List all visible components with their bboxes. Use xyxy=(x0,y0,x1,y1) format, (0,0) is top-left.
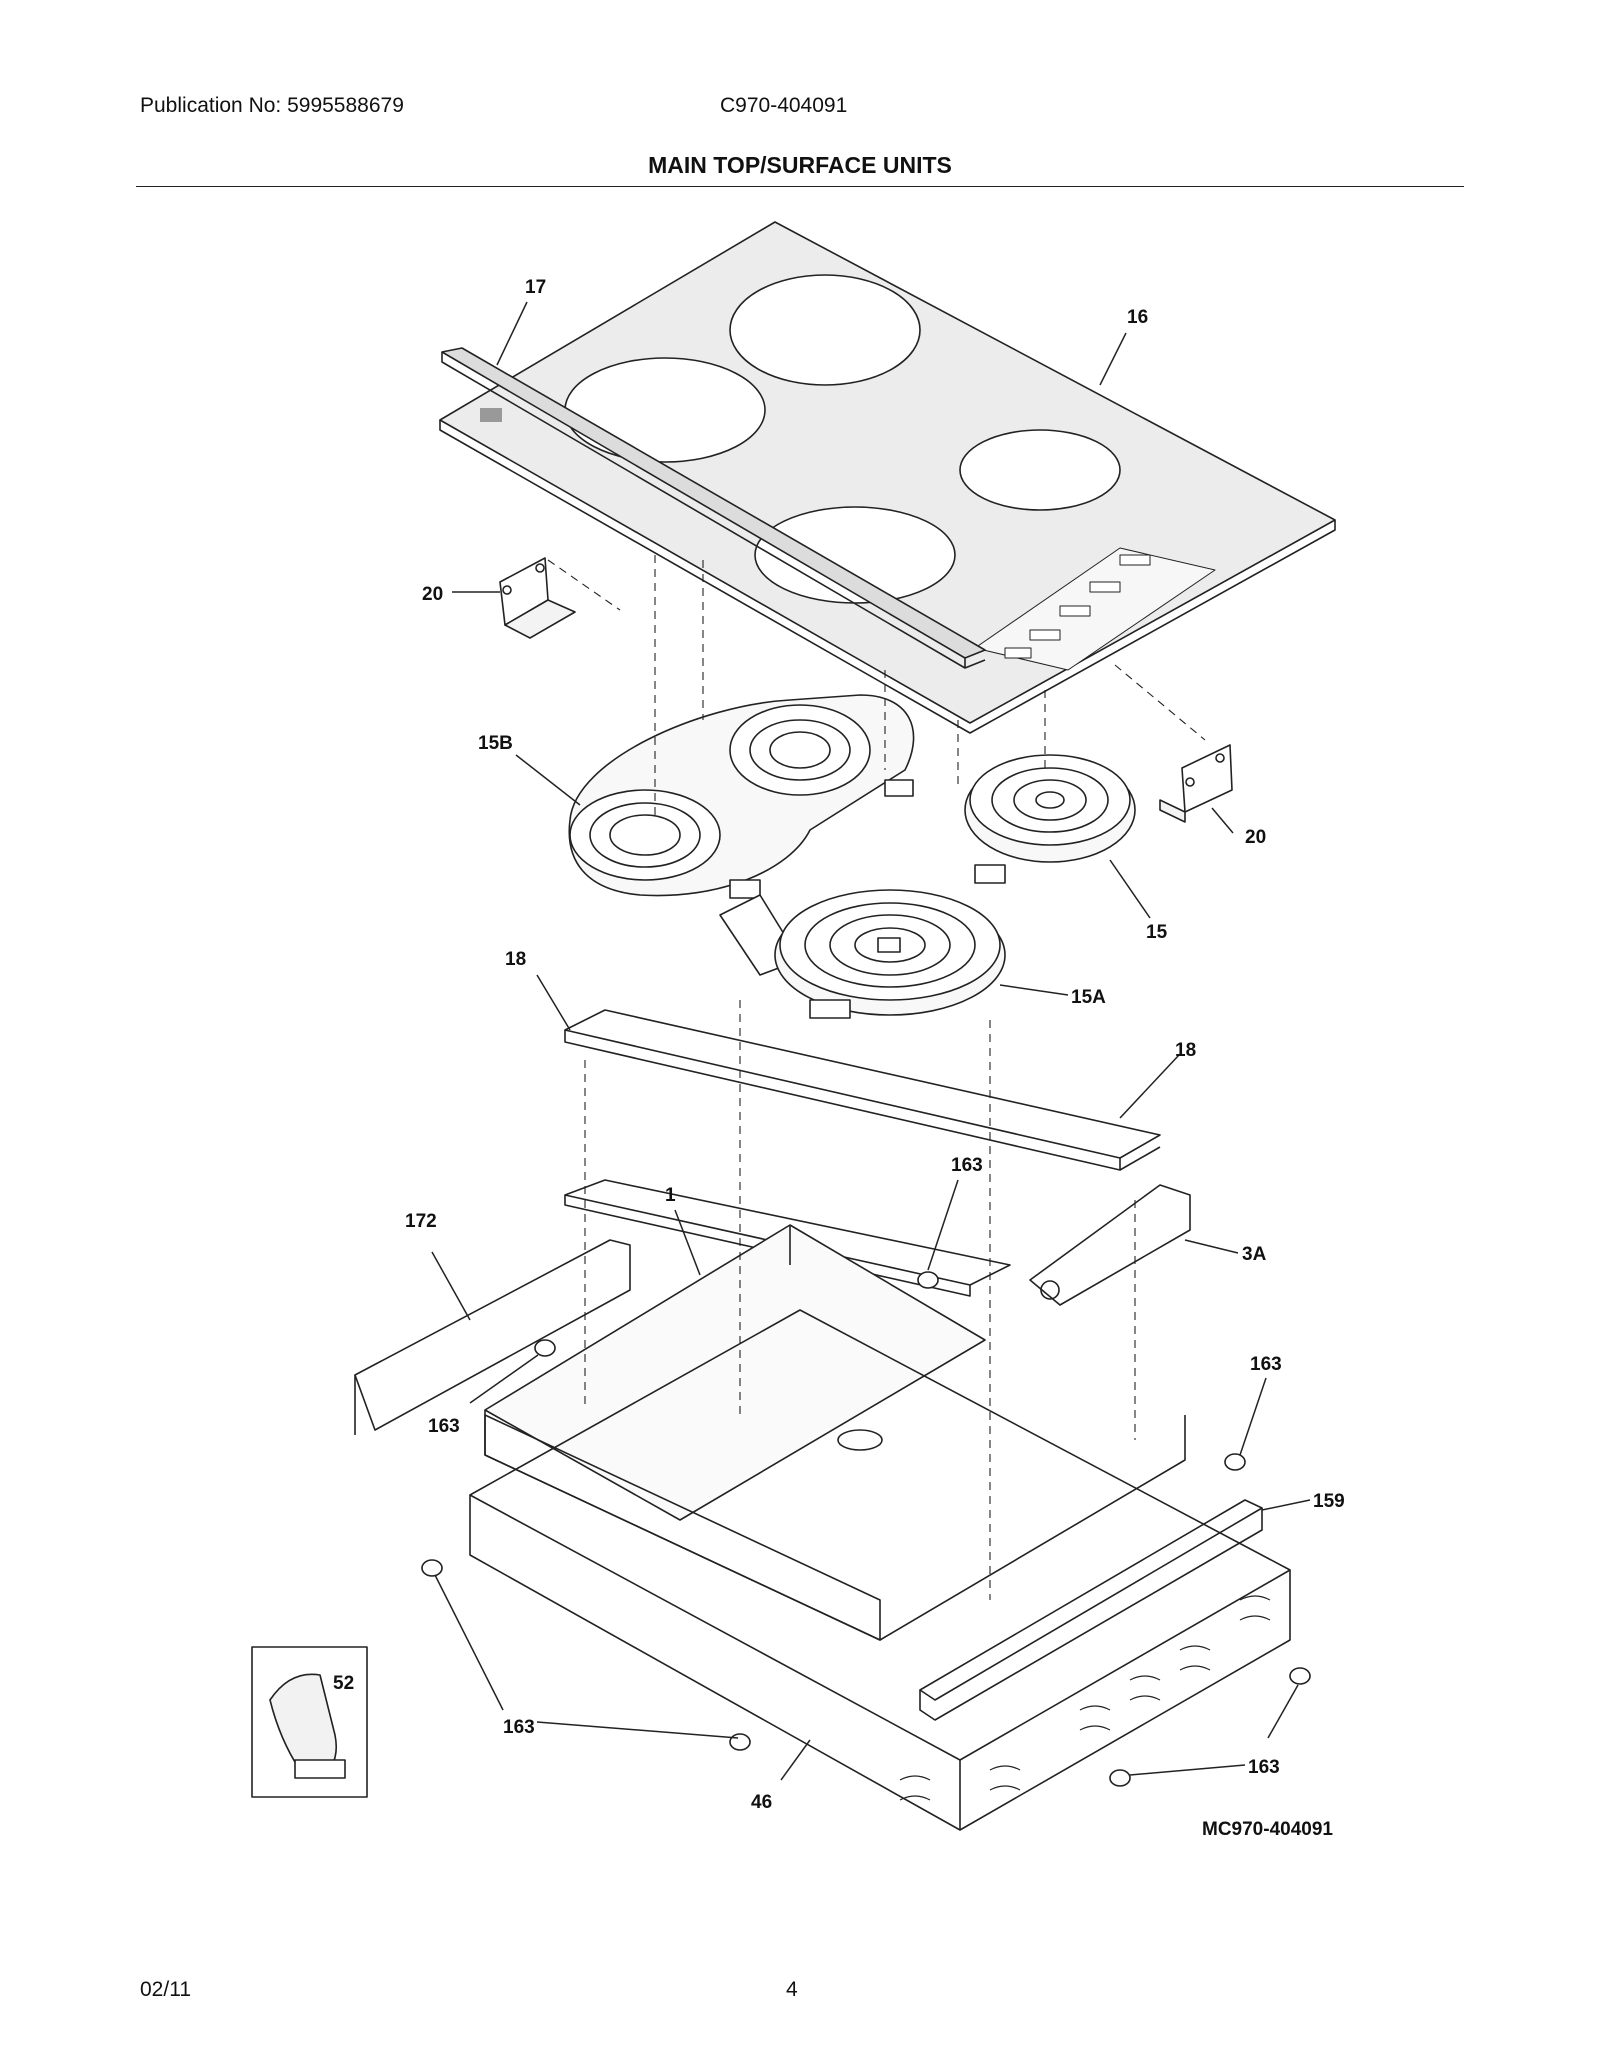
callout-163-left: 163 xyxy=(428,1416,460,1437)
dual-element-15b-part xyxy=(568,694,915,899)
callout-52: 52 xyxy=(333,1673,354,1694)
callout-163-bottom-right: 163 xyxy=(1248,1757,1280,1778)
callout-163-top: 163 xyxy=(951,1155,983,1176)
model-number: C970-404091 xyxy=(720,94,848,117)
alignment-lines xyxy=(547,555,1206,1600)
callout-1: 1 xyxy=(665,1185,676,1206)
trim-strip-part xyxy=(441,347,986,669)
callout-18-right: 18 xyxy=(1175,1040,1196,1061)
page-title: MAIN TOP/SURFACE UNITS xyxy=(648,152,952,178)
glass-cooktop-part xyxy=(439,221,1336,734)
drawing-id: MC970-404091 xyxy=(1202,1819,1333,1840)
foot-163-part xyxy=(421,1271,1311,1787)
callout-20-right: 20 xyxy=(1245,827,1266,848)
front-trim-159-part xyxy=(919,1499,1263,1721)
callout-20-left: 20 xyxy=(422,584,443,605)
bracket-left-part xyxy=(499,557,576,639)
bracket-3a-part xyxy=(1029,1184,1191,1306)
callout-15b: 15B xyxy=(478,733,513,754)
title-rule xyxy=(136,186,1464,187)
bracket-right-part xyxy=(1159,744,1233,823)
callout-15: 15 xyxy=(1146,922,1168,943)
callout-163-bottom-left: 163 xyxy=(503,1717,535,1738)
control-panel-graphics xyxy=(974,547,1216,671)
callout-163-right: 163 xyxy=(1250,1354,1282,1375)
bottom-box-46-part xyxy=(469,1309,1291,1831)
callout-172: 172 xyxy=(405,1211,437,1232)
page-number: 4 xyxy=(786,1978,798,2001)
side-bracket-172-part xyxy=(354,1239,631,1435)
inset-52-part xyxy=(251,1646,368,1798)
callout-16: 16 xyxy=(1127,307,1148,328)
callout-15a: 15A xyxy=(1071,987,1106,1008)
element-15-part xyxy=(964,754,1136,884)
callout-46: 46 xyxy=(751,1792,772,1813)
top-box-part xyxy=(484,1224,1186,1641)
callout-3a: 3A xyxy=(1242,1244,1267,1265)
callout-18-left: 18 xyxy=(505,949,526,970)
publication-date: 02/11 xyxy=(140,1978,191,2001)
publication-number: Publication No: 5995588679 xyxy=(140,94,404,117)
callout-leaders xyxy=(431,301,1311,1781)
callout-159: 159 xyxy=(1313,1491,1345,1512)
element-15a-part xyxy=(719,889,1006,1019)
callout-17: 17 xyxy=(525,277,546,298)
